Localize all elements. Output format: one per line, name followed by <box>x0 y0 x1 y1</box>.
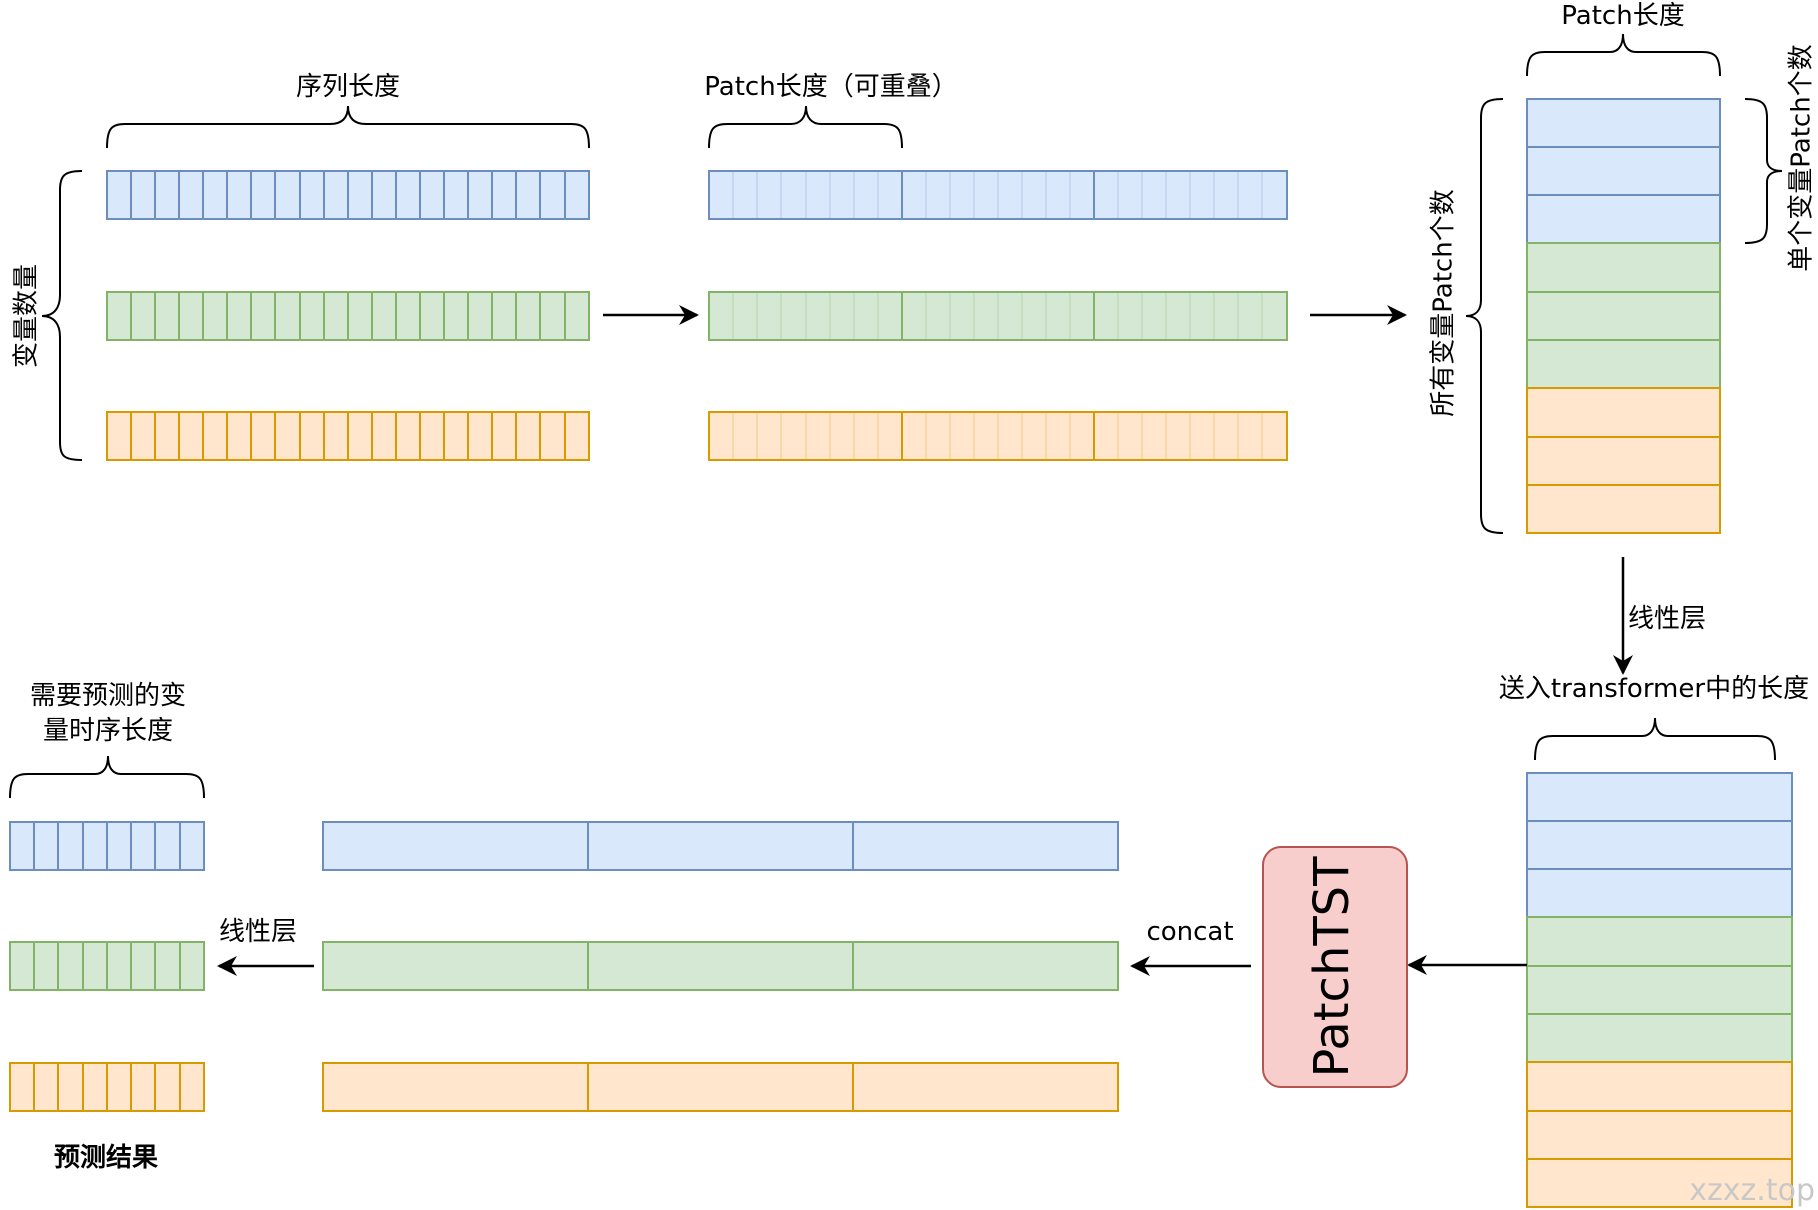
raw-series-blue <box>106 170 590 220</box>
patched-series-green-patch-dividers <box>901 292 1095 340</box>
patches-per-var-label: 单个变量Patch个数 <box>1787 44 1817 271</box>
raw-series-orange-cells <box>130 412 566 460</box>
embedded-stack-orange-3 <box>1526 1158 1793 1208</box>
concat-output-blue <box>322 821 1119 871</box>
patch-length-brace <box>708 105 903 149</box>
num-vars-brace <box>41 170 83 461</box>
patched-series-blue <box>708 170 1288 220</box>
patch-stack-top-green-2 <box>1526 291 1721 341</box>
concat-output-green-dividers <box>587 942 854 990</box>
concat-output-group <box>322 821 1119 1112</box>
pred-length-label-line2: 量时序长度 <box>43 716 173 746</box>
patched-series-orange <box>708 411 1288 461</box>
prediction-green <box>9 941 205 991</box>
prediction-group <box>9 821 205 1112</box>
patch-length-top-brace <box>1526 33 1721 77</box>
concat-label: concat <box>1146 917 1233 947</box>
all-patches-brace <box>1465 98 1504 534</box>
patch-stack-top-orange-1 <box>1526 387 1721 438</box>
raw-series-green <box>106 291 590 341</box>
raw-series-green-cells <box>130 292 566 340</box>
transformer-length-label: 送入transformer中的长度 <box>1499 674 1809 704</box>
prediction-orange-cells <box>33 1063 181 1111</box>
concat-output-orange <box>322 1062 1119 1112</box>
patches-per-var-brace <box>1744 98 1783 244</box>
seq-length-brace <box>106 105 590 149</box>
embedded-stack-green-1 <box>1526 916 1793 967</box>
patch-stack-top <box>1526 98 1721 534</box>
patch-stack-top-blue-3 <box>1526 194 1721 244</box>
raw-series-blue-cells <box>130 171 566 219</box>
transformer-length-brace <box>1534 717 1776 761</box>
raw-series-group <box>106 170 590 461</box>
linear-layer-label-top: 线性层 <box>1628 604 1706 634</box>
patched-series-orange-frame <box>708 411 1288 461</box>
patchtst-model-label: PatchTST <box>1304 856 1360 1078</box>
patched-series-blue-patch-dividers <box>901 171 1095 219</box>
embedded-stack-green-2 <box>1526 965 1793 1015</box>
patched-series-group <box>708 170 1288 461</box>
patch-stack-top-green-3 <box>1526 339 1721 389</box>
patch-stack-top-blue-1 <box>1526 98 1721 148</box>
patchtst-model-box <box>1262 846 1408 1088</box>
raw-series-orange <box>106 411 590 461</box>
concat-output-blue-frame <box>322 821 1119 871</box>
prediction-orange <box>9 1062 205 1112</box>
prediction-green-cells <box>33 942 181 990</box>
patched-series-orange-cells <box>732 412 1263 460</box>
all-patches-label: 所有变量Patch个数 <box>1429 189 1459 416</box>
embedded-stack-orange-2 <box>1526 1110 1793 1160</box>
patched-series-blue-frame <box>708 170 1288 220</box>
embedded-stack-blue-2 <box>1526 820 1793 870</box>
prediction-blue-cells <box>33 822 181 870</box>
pred-length-label-line1: 需要预测的变 <box>30 681 186 711</box>
embedded-stack-blue-3 <box>1526 868 1793 918</box>
patched-series-green-frame <box>708 291 1288 341</box>
patch-stack-top-blue-2 <box>1526 146 1721 196</box>
seq-length-label: 序列长度 <box>296 72 400 102</box>
concat-output-orange-frame <box>322 1062 1119 1112</box>
watermark: xzxz.top <box>1689 1173 1815 1208</box>
patch-stack-top-orange-3 <box>1526 484 1721 534</box>
patch-length-overlap-label: Patch长度（可重叠） <box>704 72 957 102</box>
patched-series-green-cells <box>732 292 1263 340</box>
patch-stack-top-green-1 <box>1526 242 1721 293</box>
concat-output-green <box>322 941 1119 991</box>
prediction-blue <box>9 821 205 871</box>
patch-length-label: Patch长度 <box>1561 1 1684 31</box>
concat-output-orange-dividers <box>587 1063 854 1111</box>
patched-series-blue-cells <box>732 171 1263 219</box>
concat-output-blue-dividers <box>587 822 854 870</box>
embedded-stack <box>1526 772 1793 1208</box>
patched-series-green <box>708 291 1288 341</box>
pred-length-brace <box>9 755 205 799</box>
embedded-stack-blue-1 <box>1526 772 1793 822</box>
prediction-result-label: 预测结果 <box>54 1143 158 1173</box>
concat-output-green-frame <box>322 941 1119 991</box>
embedded-stack-green-3 <box>1526 1013 1793 1063</box>
patched-series-orange-patch-dividers <box>901 412 1095 460</box>
embedded-stack-orange-1 <box>1526 1061 1793 1112</box>
patch-stack-top-orange-2 <box>1526 436 1721 486</box>
num-vars-label: 变量数量 <box>12 264 42 368</box>
linear-layer-label-bottom: 线性层 <box>219 917 297 947</box>
